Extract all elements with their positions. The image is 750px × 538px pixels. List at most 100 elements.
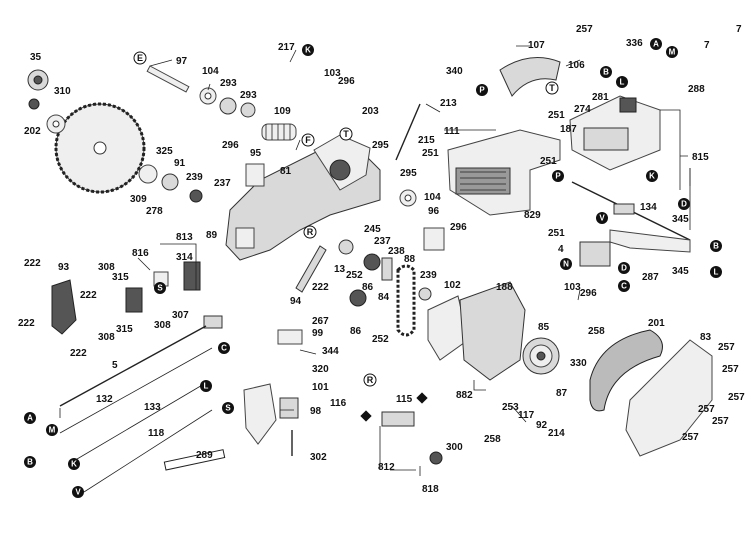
svg-text:M: M [669,48,676,57]
svg-text:E: E [137,53,143,63]
part-label: 84 [378,292,390,303]
svg-text:D: D [681,200,687,209]
diamond-icon [360,410,372,422]
part-label: 187 [560,124,577,135]
part-label: 344 [322,346,339,357]
svg-text:S: S [157,284,163,293]
part-label: 281 [592,92,609,103]
part-label: 309 [130,194,147,205]
part-label: 302 [310,452,327,463]
marker-b-icon: B [24,456,36,468]
part-label: 89 [206,230,218,241]
part-label: 222 [312,282,329,293]
part-label: 253 [502,402,519,413]
marker-a2-icon: A [650,38,662,50]
part-label: 251 [422,148,439,159]
part-label: 257 [722,364,739,375]
marker-f-icon: F [301,133,315,147]
part-label: 257 [728,392,745,403]
part-label: 239 [186,172,203,183]
part-label: 214 [548,428,565,439]
part-label: 92 [536,420,548,431]
gear-housing [459,281,526,381]
switch-813 [183,261,201,291]
gear-86b [349,289,367,307]
marker-b3-icon: B [710,240,722,252]
bracket-line-815 [660,109,688,190]
marker-l-icon: L [200,380,212,392]
bearing-13 [338,239,354,255]
part-label: 107 [528,40,545,51]
part-label: 117 [518,410,535,421]
cable-118 [83,409,213,493]
part-label: 203 [362,106,379,117]
part-label: 103 [564,282,581,293]
marker-r2-icon: R [363,373,377,387]
part-label: 95 [250,148,262,159]
part-label: 315 [116,324,133,335]
side-cover [51,279,77,335]
power-plug [203,315,223,329]
part-label: 222 [80,290,97,301]
part-label: 98 [310,406,322,417]
part-label: 308 [98,262,115,273]
lever-94 [295,245,327,293]
part-label: 818 [422,484,439,495]
marker-s-icon: S [154,282,166,294]
part-label: 307 [172,310,189,321]
svg-text:B: B [27,458,33,467]
marker-m-icon: M [46,424,58,436]
part-label: 287 [642,272,659,283]
part-label: 111 [444,126,460,137]
part-label: 86 [350,326,362,337]
marker-p-icon: P [476,84,488,96]
bracket-95 [245,163,265,187]
part-label: 93 [58,262,70,273]
marker-t-icon: T [339,127,353,141]
marker-v2-icon: V [596,212,608,224]
bearing [240,102,256,118]
part-label: 104 [202,66,219,77]
part-label: 237 [214,178,231,189]
part-label: 315 [112,272,129,283]
part-label: 296 [222,140,239,151]
part-label: 257 [712,416,729,427]
part-label: 325 [156,146,173,157]
gear-86 [363,253,381,271]
cable-133 [71,383,205,463]
svg-text:K: K [71,460,77,469]
svg-text:V: V [75,488,81,497]
svg-text:K: K [649,172,655,181]
strip [163,449,226,471]
link-812 [381,411,415,427]
bearing [219,97,237,115]
marker-t2-icon: T [545,81,559,95]
part-label: 97 [176,56,188,67]
drive-chain [396,264,416,337]
svg-text:L: L [714,268,719,277]
part-label: 252 [346,270,363,281]
part-label: 81 [280,166,292,177]
part-label: 7 [736,24,742,35]
part-label: 340 [446,66,463,77]
part-label: 118 [148,428,165,439]
svg-text:C: C [621,282,627,291]
marker-d2-icon: D [618,262,630,274]
marker-a-icon: A [24,412,36,424]
part-label: 86 [362,282,374,293]
switch-module [125,287,143,313]
marker-n-icon: N [560,258,572,270]
svg-text:L: L [204,382,209,391]
part-label: 116 [330,398,347,409]
part-label: 134 [640,202,657,213]
part-label: 296 [450,222,467,233]
part-label: 239 [420,270,437,281]
shaft-84 [381,257,393,281]
part-label: 314 [176,252,193,263]
part-label: 201 [648,318,665,329]
diamond-markers [360,392,428,422]
part-label: 345 [672,266,689,277]
part-label: 251 [548,110,565,121]
part-label: 35 [30,52,42,63]
part-label: 882 [456,390,473,401]
